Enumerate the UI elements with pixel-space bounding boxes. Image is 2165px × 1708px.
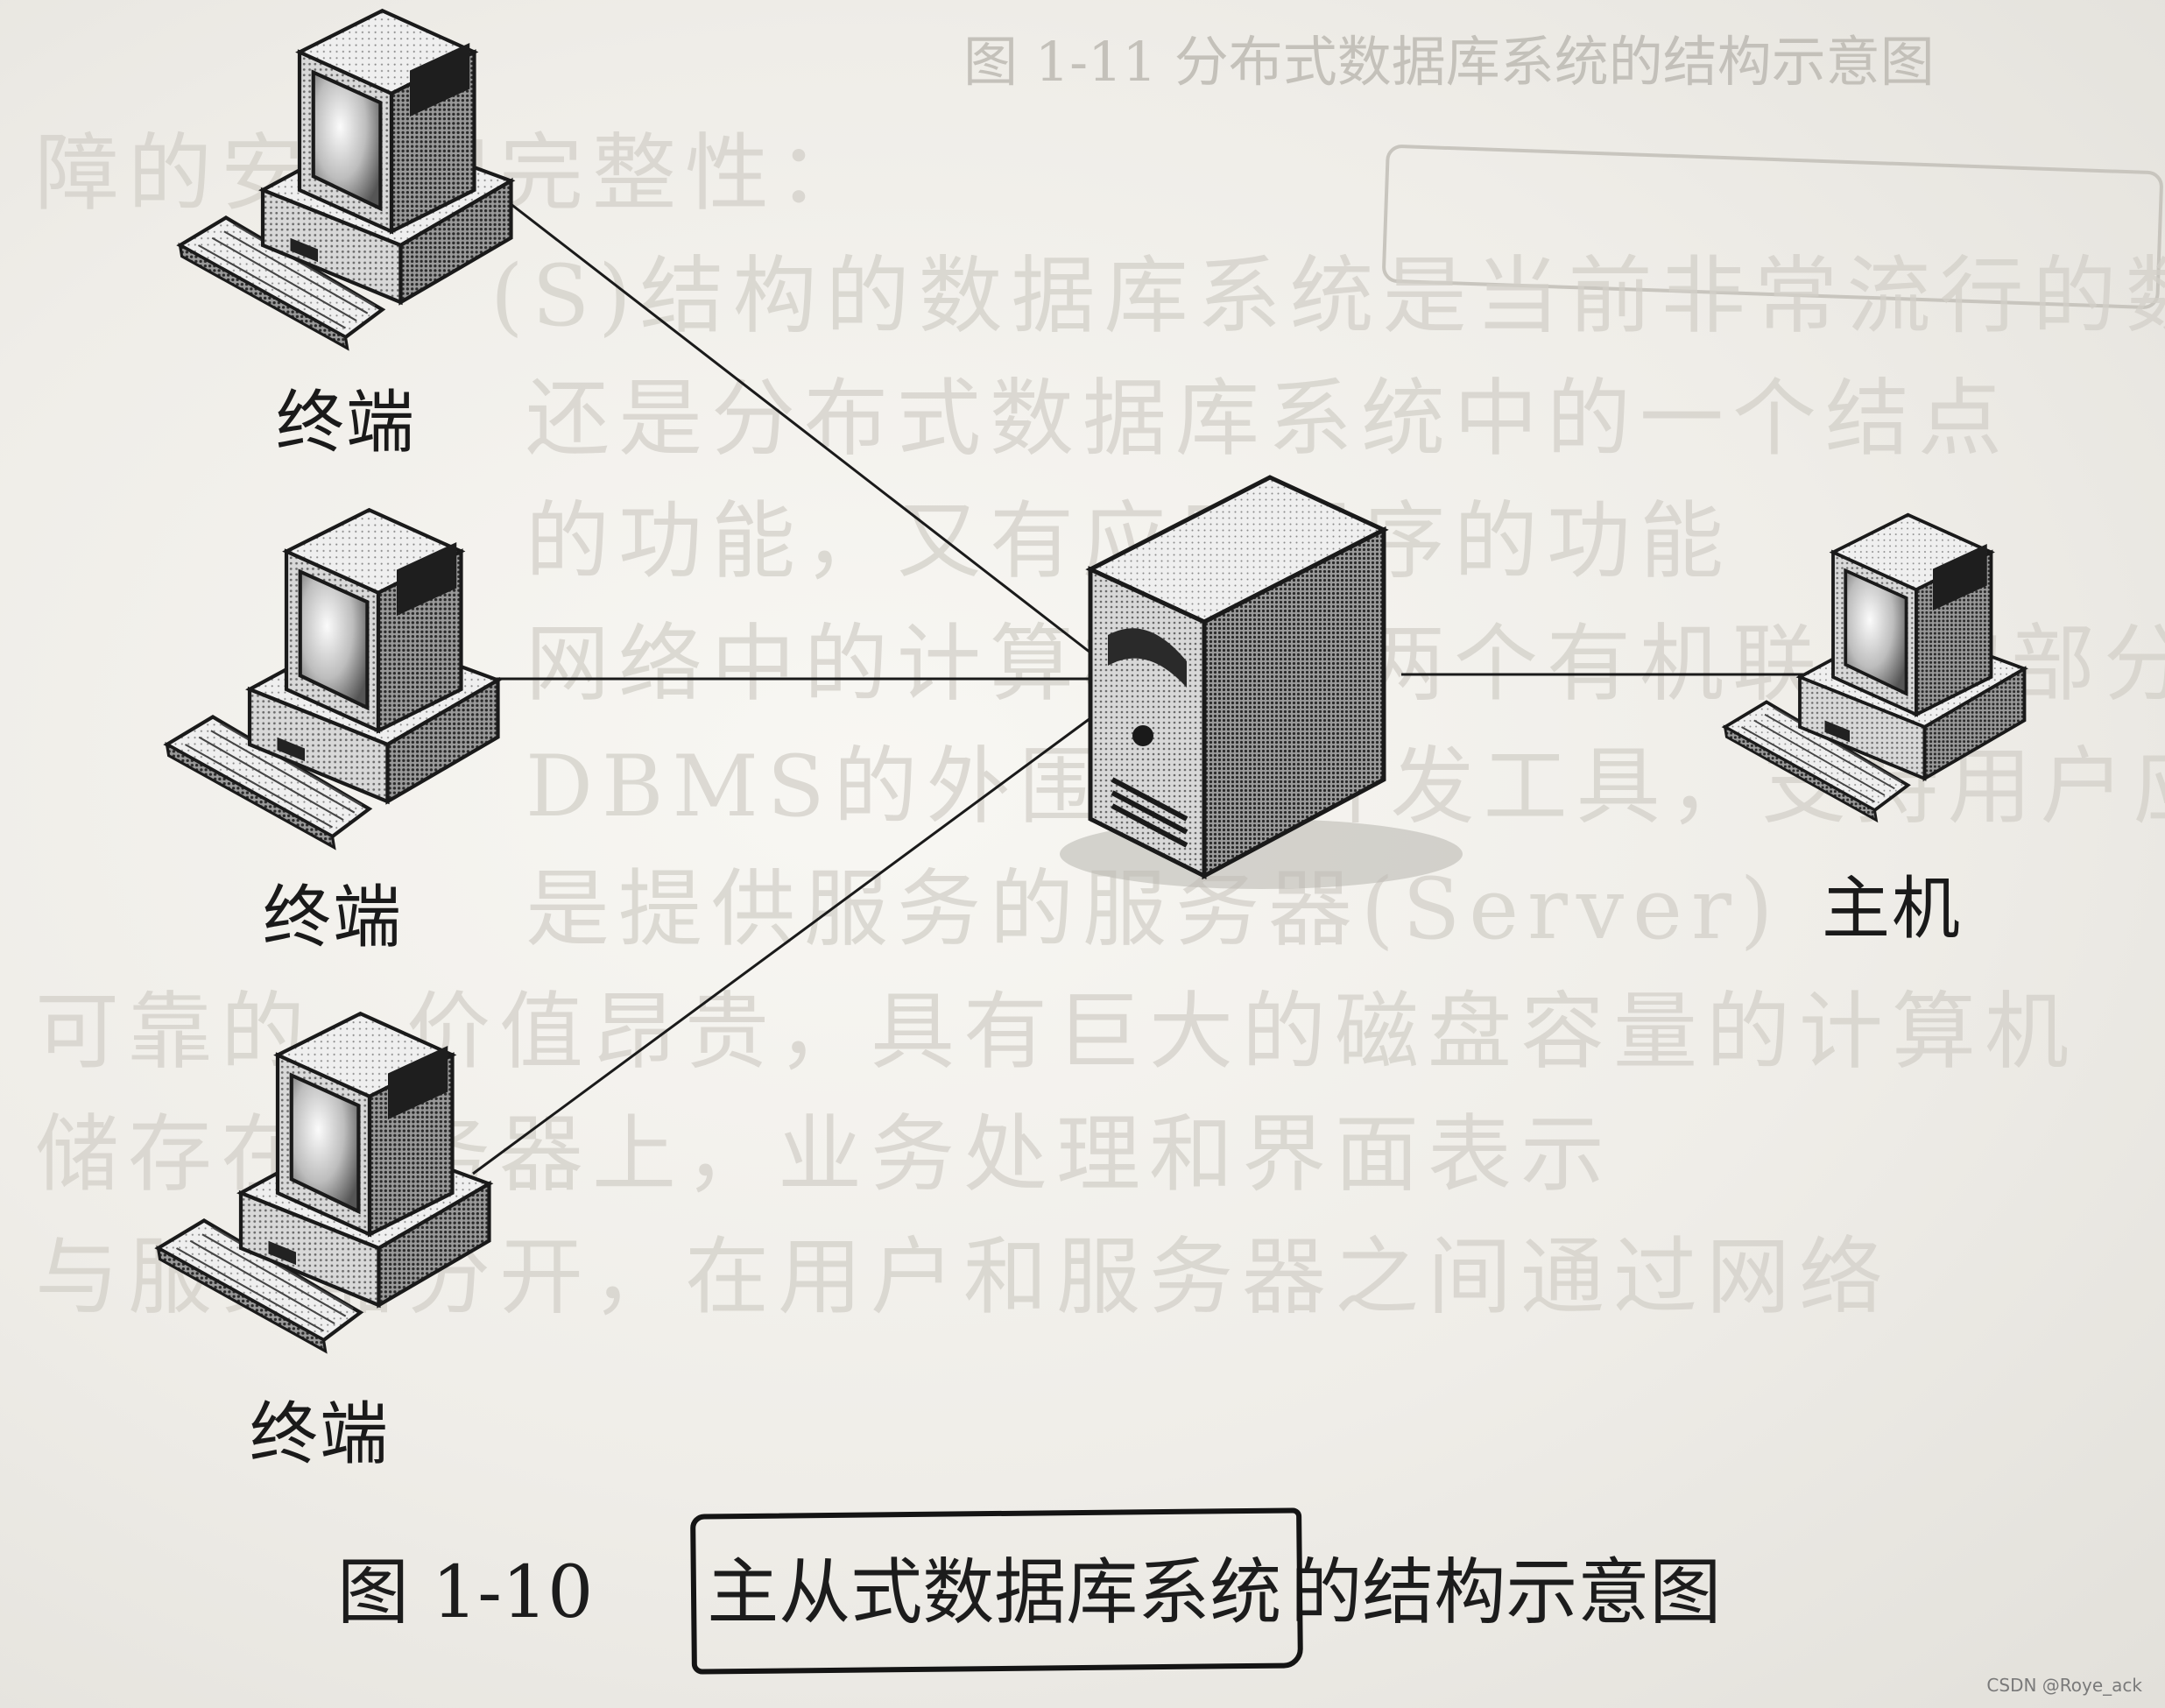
caption-highlighted-text: 主从式数据库系统: [698, 1527, 1290, 1645]
desktop-computer-icon: [159, 1013, 490, 1351]
terminal-label-2: 终端: [263, 879, 404, 957]
header-fragment: 图 1-11 分布式数据库系统的结构示意图: [963, 30, 1935, 94]
caption-rest-text: 的结构示意图: [1290, 1550, 1722, 1634]
watermark: CSDN @Roye_ack: [1986, 1675, 2142, 1696]
bleed-text-line: (S)结构的数据库系统是当前非常流行的数据库应用: [490, 247, 2165, 345]
edge-terminal-3-server: [472, 716, 1091, 1175]
desktop-computer-icon: [167, 510, 498, 847]
terminal-label-1: 终端: [276, 384, 417, 462]
desktop-computer-icon: [180, 11, 511, 348]
figure-number: 图 1-10: [337, 1550, 594, 1634]
edge-terminal-1-server: [490, 187, 1091, 654]
desktop-computer-icon: [1723, 512, 2027, 822]
host-label: 主机: [1822, 870, 1963, 949]
server-tower-icon: [1060, 475, 1463, 889]
bleed-text-line: 还是分布式数据库系统中的一个结点: [525, 370, 2011, 468]
terminal-label-3: 终端: [250, 1395, 391, 1474]
figure-caption: 图 1-10 主从式数据库系统 的结构示意图: [337, 1537, 1721, 1634]
